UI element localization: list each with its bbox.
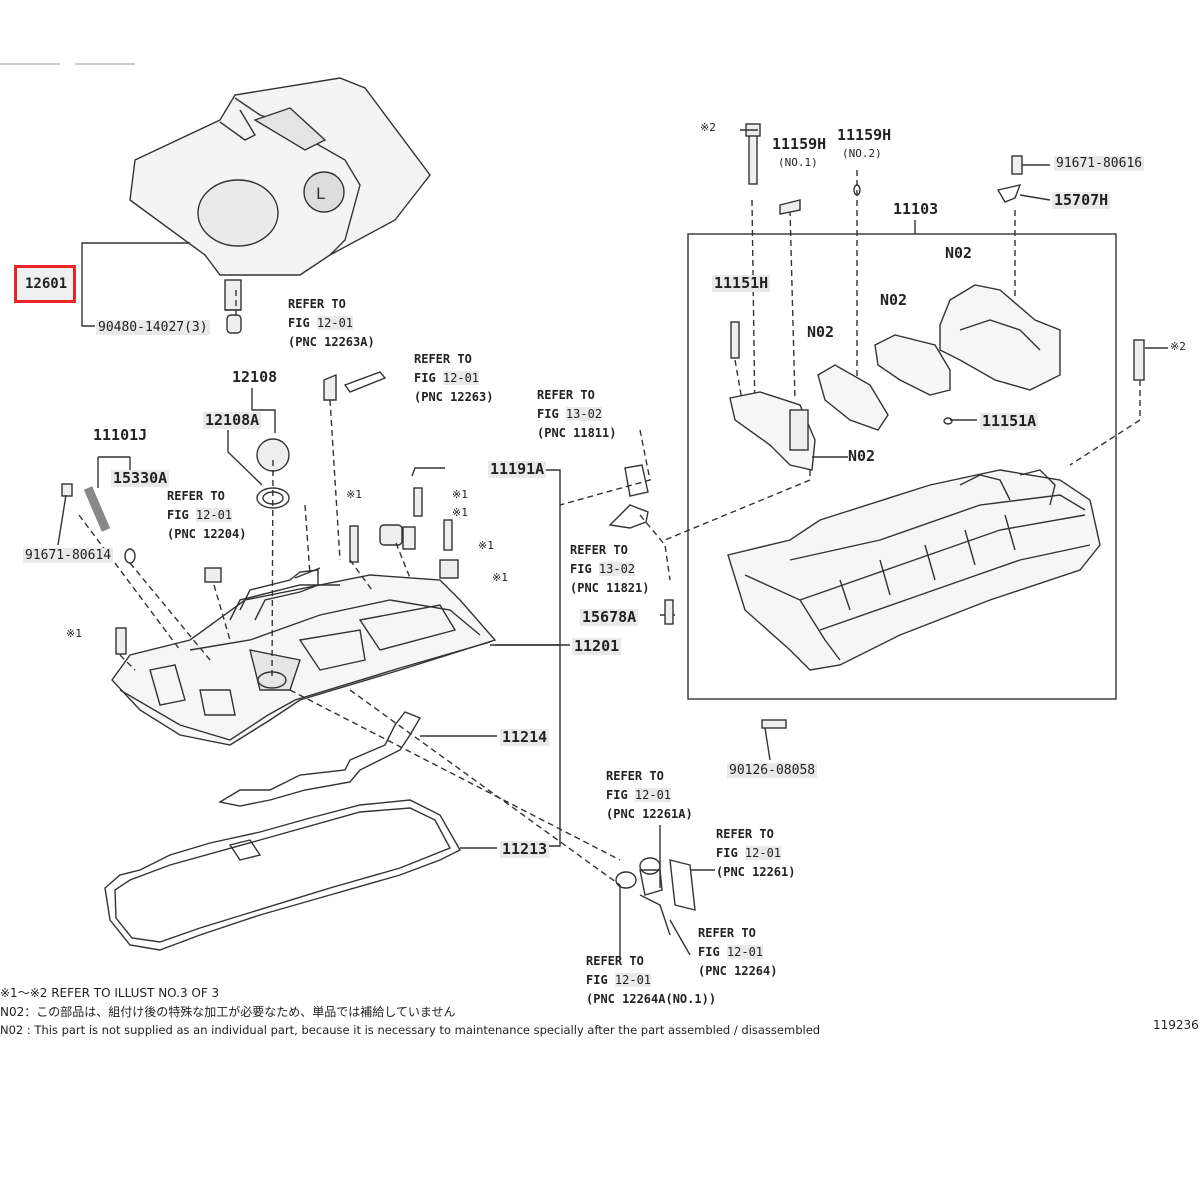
part-90480-14027[interactable]: 90480-14027(3) — [96, 320, 210, 335]
part-11201[interactable]: 11201 — [572, 637, 622, 655]
note-n02-english: N02 : This part is not supplied as an in… — [0, 1023, 821, 1037]
part-11159H-no1[interactable]: 11159H — [772, 135, 827, 153]
part-11151H[interactable]: 11151H — [712, 274, 771, 292]
part-11213[interactable]: 11213 — [500, 840, 550, 858]
refer-12261A[interactable]: REFER TO FIG 12-01 (PNC 12261A) — [606, 769, 693, 821]
mark-1-e: ※1 — [478, 539, 494, 552]
part-n02-c[interactable]: N02 — [807, 323, 835, 341]
refer-12263A[interactable]: REFER TO FIG 12-01 (PNC 12263A) — [288, 297, 375, 349]
refer-12264[interactable]: REFER TO FIG 12-01 (PNC 12264) — [698, 926, 778, 978]
part-11191A[interactable]: 11191A — [488, 460, 547, 478]
refer-12263[interactable]: REFER TO FIG 12-01 (PNC 12263) — [414, 352, 494, 404]
part-11159H-no2-sub: (NO.2) — [842, 147, 882, 160]
mark-2-top: ※2 — [700, 121, 716, 134]
mark-1-a: ※1 — [66, 627, 82, 640]
note-refer-illust: ※1～※2 REFER TO ILLUST NO.3 OF 3 — [0, 986, 220, 1000]
part-n02-d[interactable]: N02 — [848, 447, 876, 465]
refer-12261[interactable]: REFER TO FIG 12-01 (PNC 12261) — [716, 827, 796, 879]
part-11151A[interactable]: 11151A — [980, 412, 1039, 430]
engine-cover-drawing: L — [129, 77, 431, 334]
refer-12204[interactable]: REFER TO FIG 12-01 (PNC 12204) — [167, 489, 247, 541]
part-12108[interactable]: 12108 — [232, 368, 278, 386]
note-n02-japanese: N02：この部品は、組付け後の特殊な加工が必要なため、単品では補給していません — [0, 1005, 456, 1019]
part-12108A[interactable]: 12108A — [203, 411, 262, 429]
part-91671-80614[interactable]: 91671-80614 — [23, 548, 114, 563]
part-11214[interactable]: 11214 — [500, 728, 550, 746]
refer-11821[interactable]: REFER TO FIG 13-02 (PNC 11821) — [570, 543, 650, 595]
part-15330A[interactable]: 15330A — [111, 469, 170, 487]
refer-12264A[interactable]: REFER TO FIG 12-01 (PNC 12264A(NO.1)) — [586, 954, 717, 1006]
part-15678A[interactable]: 15678A — [580, 608, 639, 626]
part-91671-80616[interactable]: 91671-80616 — [1054, 156, 1145, 171]
part-11103[interactable]: 11103 — [893, 200, 939, 218]
mark-1-c: ※1 — [452, 488, 468, 501]
part-90126-08058[interactable]: 90126-08058 — [727, 763, 818, 778]
mark-1-b: ※1 — [346, 488, 362, 501]
refer-11811[interactable]: REFER TO FIG 13-02 (PNC 11811) — [537, 388, 617, 440]
mark-1-f: ※1 — [492, 571, 508, 584]
part-15707H[interactable]: 15707H — [1052, 191, 1111, 209]
cylinder-head-cover-drawing — [111, 524, 497, 746]
highlighted-part-label[interactable]: 12601 — [14, 265, 76, 303]
part-n02-b[interactable]: N02 — [880, 291, 908, 309]
part-11159H-no2[interactable]: 11159H — [837, 126, 892, 144]
svg-text:L: L — [316, 184, 325, 203]
part-11101J[interactable]: 11101J — [93, 426, 148, 444]
part-11159H-no1-sub: (NO.1) — [778, 156, 818, 169]
part-n02-a[interactable]: N02 — [945, 244, 973, 262]
mark-1-d: ※1 — [452, 506, 468, 519]
camshaft-housing-drawing — [727, 469, 1101, 671]
mark-2-right: ※2 — [1170, 340, 1186, 353]
diagram-id: 119236 — [1153, 1018, 1199, 1032]
